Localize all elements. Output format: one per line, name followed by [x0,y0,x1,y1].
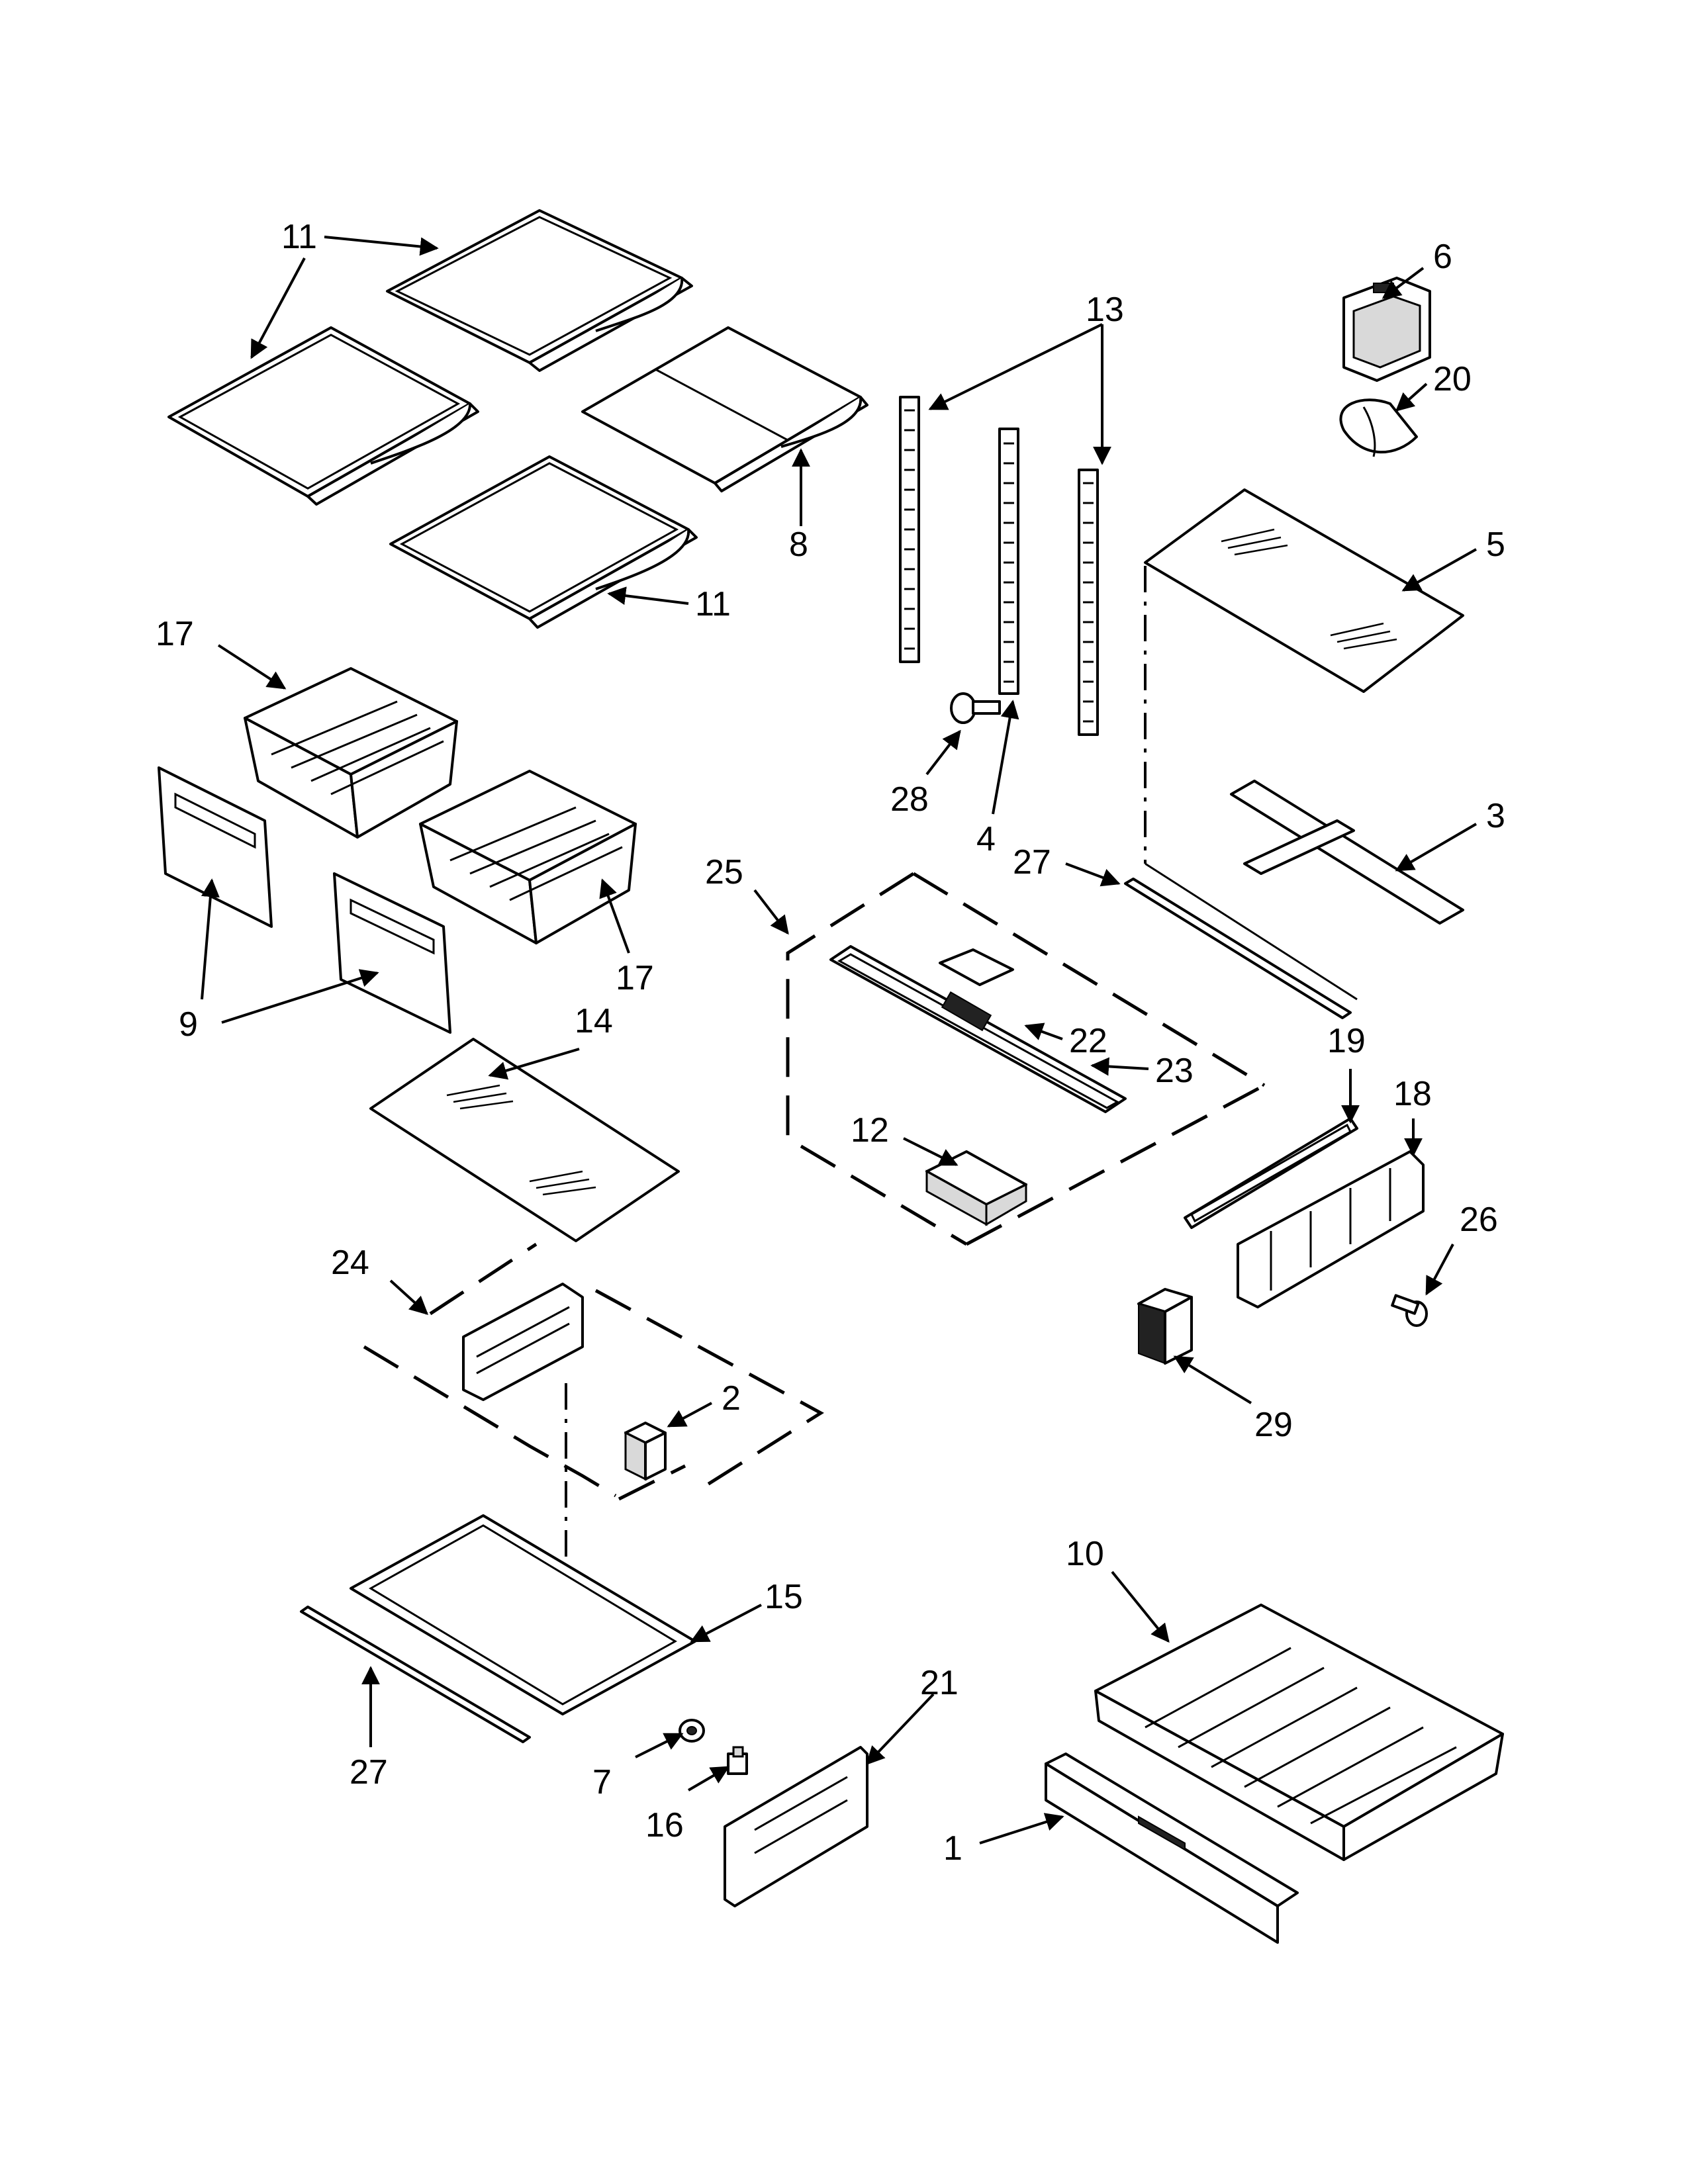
part-15-tray [350,1514,696,1715]
part-4-rail-center [998,428,1019,695]
part-2-clip [624,1422,667,1481]
callout-labels: 11 11 8 13 6 20 5 3 28 4 27 25 22 23 12 … [156,218,1505,1868]
callout-3: 3 [1486,797,1505,835]
part-24-damper [462,1283,584,1401]
callout-10: 10 [1066,1535,1104,1573]
callout-6: 6 [1433,238,1452,276]
part-17-crisper-lower [419,770,637,944]
part-14-glass-shelf [369,1038,680,1242]
callout-22: 22 [1069,1022,1107,1060]
callout-27-a: 27 [1013,843,1051,882]
callout-5: 5 [1486,525,1505,564]
part-27-trim-strip-left [300,1606,531,1743]
part-9-crisper-cover-right [333,872,451,1034]
callout-26: 26 [1460,1201,1498,1239]
callout-8: 8 [789,525,808,564]
part-21-bracket [724,1746,868,1907]
callout-17-b: 17 [616,959,654,997]
callout-16: 16 [645,1806,684,1844]
callout-20: 20 [1433,360,1472,398]
part-11-shelf-upper [386,209,693,372]
callout-29: 29 [1254,1406,1293,1444]
callout-2: 2 [722,1379,741,1418]
callout-15: 15 [765,1578,803,1616]
part-29-block [1137,1288,1193,1365]
callout-4: 4 [976,820,996,858]
part-1-drawer-front [1045,1752,1299,1944]
assembly-25-outline [786,872,1266,1246]
part-13-rail-left [899,396,920,663]
part-7-bumper [679,1719,705,1743]
part-11-shelf-left [167,326,479,506]
callout-13: 13 [1086,291,1124,329]
part-20-scoop [1339,398,1418,457]
callout-7: 7 [592,1763,612,1801]
part-5-glass-shelf [1144,488,1464,693]
part-11-shelf-lower [389,455,698,629]
callout-14: 14 [575,1002,613,1040]
callout-12: 12 [851,1111,889,1150]
part-17-crisper-upper [244,667,458,839]
part-12-switch [925,1150,1027,1226]
assembly-24-outline [363,1242,824,1501]
part-19-slide [1184,1117,1358,1229]
leader-lines [201,236,1477,1844]
part-22-lens [939,948,1014,986]
callout-27-b: 27 [350,1753,388,1792]
callout-25: 25 [705,853,743,891]
callout-28: 28 [890,780,929,819]
part-23-light-housing [829,945,1127,1113]
callout-18: 18 [1393,1075,1432,1113]
part-16-cam [727,1746,748,1775]
callout-1: 1 [943,1829,962,1868]
callout-17-a: 17 [156,615,194,653]
part-3-shelf-frame [1145,780,1464,1001]
part-26-screw [1391,1294,1428,1327]
part-9-crisper-cover-left [158,766,273,928]
part-6-housing [1342,277,1431,382]
callout-9: 9 [179,1005,198,1044]
part-27-trim-strip-right [1124,878,1352,1019]
callout-21: 21 [920,1664,959,1702]
callout-11-a: 11 [281,218,317,256]
part-13-rail-right [1078,469,1099,736]
callout-11-b: 11 [695,585,731,623]
callout-23: 23 [1155,1052,1194,1090]
callout-24: 24 [331,1244,369,1282]
part-28-screw [950,692,1001,724]
part-10-drawer [1094,1604,1504,1861]
part-8-split-shelf [581,326,868,492]
callout-19: 19 [1327,1022,1366,1060]
